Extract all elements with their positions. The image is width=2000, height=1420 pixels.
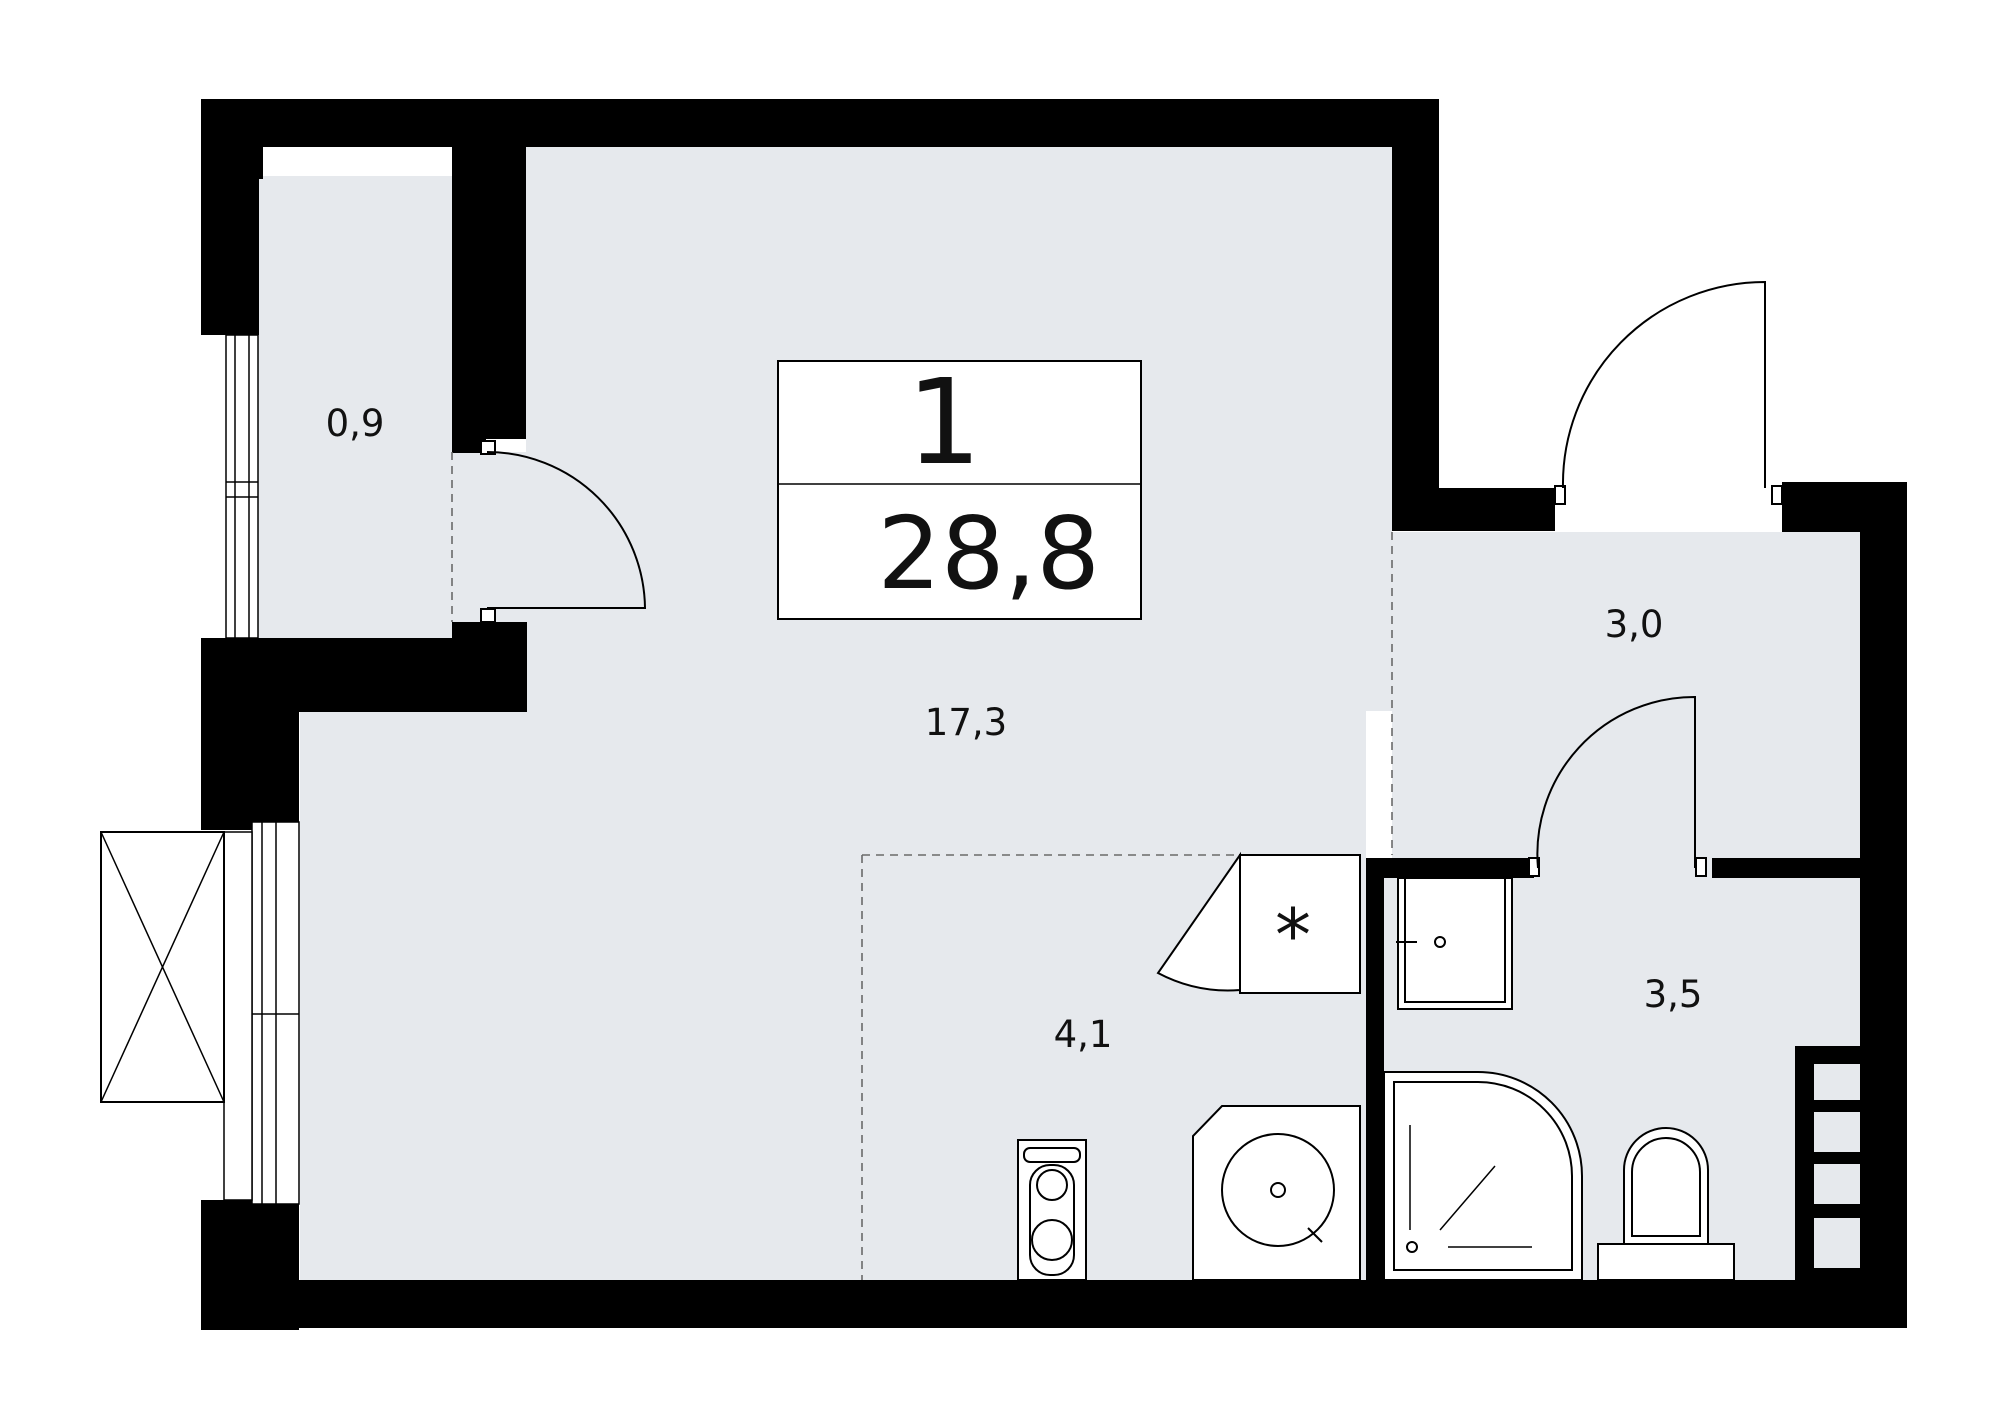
wall-hall-top [1392,488,1555,531]
wall-bath-left [1366,858,1384,1280]
jamb-balcony-bottom [480,608,496,623]
jamb-bath-left [1528,857,1540,877]
area-balcony: 0,9 [326,402,385,445]
radiator-slot-4 [1814,1218,1860,1268]
window-living-outer [223,831,253,1201]
door-bath [1536,695,1696,869]
wall-bottom [201,1280,1907,1328]
jamb-balcony-top [480,440,496,455]
jamb-entry-left [1554,485,1566,505]
wall-balcony-left-upper [201,99,259,335]
walls [201,99,1907,1330]
shower-tray [1383,1071,1583,1281]
radiator-icon [1795,1046,1860,1280]
wall-right-upper [1392,99,1439,529]
stove-icon [1017,1139,1087,1281]
radiator-slot-3 [1814,1164,1860,1204]
area-living: 17,3 [925,701,1007,744]
sink-tap [1307,1227,1323,1243]
area-hall: 3,0 [1605,603,1664,646]
toilet-icon [1597,1127,1735,1281]
ventilation-shaft-icon [100,831,225,1103]
stove-burner-1 [1036,1169,1068,1201]
fridge-snowflake: * [1275,893,1311,977]
toilet-bowl [1623,1127,1709,1245]
balcony-floor [258,176,452,638]
bath-sink-drain [1434,936,1446,948]
door-swing-icon [486,280,1766,869]
wall-balcony-inner [452,147,526,439]
bath-sink-body [1397,877,1513,1010]
hall-floor [1392,532,1860,877]
jamb-bath-right [1695,857,1707,877]
toilet-tank [1597,1243,1735,1281]
threshold-floor [452,452,527,622]
sink-drain [1270,1182,1286,1198]
wall-bath-top-left [1366,858,1534,878]
wall-bath-top-right [1712,858,1860,878]
door-balcony [486,451,647,609]
bath-sink-icon [1396,877,1513,1010]
jamb-entry-right [1771,485,1783,505]
wall-left-middle [201,638,299,830]
sink-icon [1192,1105,1361,1281]
toilet-seat [1631,1137,1701,1237]
shower-glass-2 [1439,1165,1496,1231]
stove-panel [1023,1147,1081,1163]
stove-burner-2 [1031,1219,1073,1261]
wall-bottom-stub-right [452,622,527,639]
wall-top [263,99,1439,147]
sink-bowl [1221,1133,1335,1247]
sink-counter [1192,1105,1361,1281]
window-balcony [225,334,259,639]
living-lower-floor [300,711,1366,1281]
fridge-icon: * [1156,851,1361,994]
floor-areas [258,146,1860,1281]
apartment-badge: 1 28,8 [777,353,1142,620]
badge-frame [777,360,1142,620]
fridge-door-swing [1156,851,1241,992]
area-bathroom: 3,5 [1644,973,1703,1016]
wall-right [1860,482,1907,1328]
window-icon [223,334,300,1205]
door-entry [1561,280,1766,489]
vent-cross-2 [100,831,225,1103]
bath-sink-inner [1404,877,1506,1003]
stove-outline-inner [1029,1164,1075,1276]
shower-icon [1383,1071,1583,1281]
area-labels: 0,9 17,3 4,1 3,0 3,5 [326,402,1703,1056]
radiator-slot-2 [1814,1112,1860,1152]
door-jambs [480,440,1783,877]
total-area: 28,8 [877,495,1100,612]
area-kitchen: 4,1 [1054,1013,1113,1056]
shower-drain [1406,1241,1418,1253]
rooms-count: 1 [906,353,981,491]
shower-inner [1393,1081,1573,1271]
wall-balcony-inner-stub [452,439,486,453]
radiator-slot-1 [1814,1064,1860,1100]
